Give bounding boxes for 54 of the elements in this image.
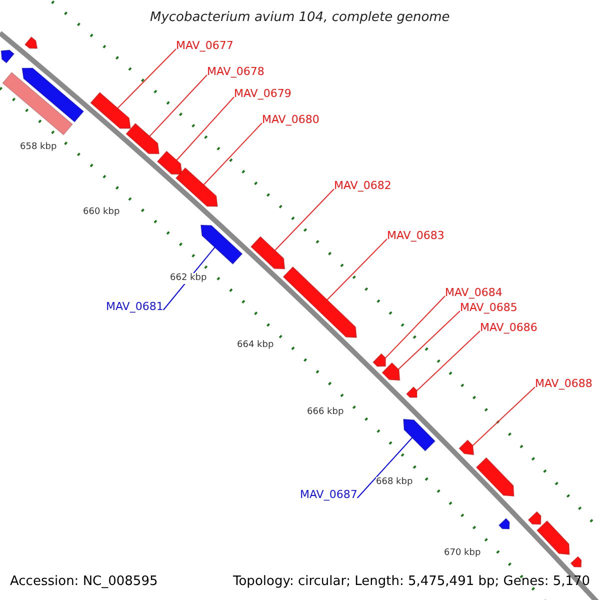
gene-block bbox=[156, 150, 183, 175]
gene-label: MAV_0687 bbox=[300, 488, 358, 501]
title: Mycobacterium avium 104, complete genome bbox=[150, 10, 450, 25]
gene-block bbox=[498, 518, 510, 530]
gene-block bbox=[282, 266, 358, 338]
gene-label: MAV_0681 bbox=[106, 300, 164, 313]
gene-block bbox=[528, 510, 542, 525]
gene-block bbox=[2, 72, 74, 136]
gene-label: MAV_0686 bbox=[480, 321, 538, 334]
position-label: 664 kbp bbox=[237, 340, 274, 351]
gene-label: MAV_0680 bbox=[262, 113, 320, 126]
gene-block bbox=[21, 67, 84, 123]
leader-line bbox=[117, 48, 176, 109]
position-label: 670 kbp bbox=[444, 548, 481, 559]
gene-block bbox=[476, 456, 514, 497]
gene-block bbox=[406, 386, 418, 398]
gene-block bbox=[200, 224, 243, 265]
gene-label: MAV_0688 bbox=[535, 377, 592, 390]
leader-line bbox=[416, 330, 480, 392]
gene-block bbox=[536, 520, 570, 556]
gene-block bbox=[125, 122, 160, 154]
gene-label: MAV_0678 bbox=[207, 65, 264, 78]
gene-block bbox=[570, 556, 582, 568]
leader-line bbox=[274, 188, 334, 251]
position-label: 668 kbp bbox=[376, 477, 413, 488]
position-label: 666 kbp bbox=[307, 407, 344, 418]
leader-line bbox=[149, 74, 208, 137]
leader-line bbox=[356, 437, 413, 498]
leader-line bbox=[203, 122, 262, 186]
gene-block bbox=[458, 439, 474, 456]
gene-label: MAV_0677 bbox=[176, 39, 234, 52]
leader-line bbox=[176, 96, 234, 161]
gene-block bbox=[90, 92, 132, 130]
gene-block bbox=[24, 36, 38, 49]
position-label: 658 kbp bbox=[20, 142, 57, 153]
info-text: Accession: NC_008595 bbox=[10, 574, 158, 589]
gene-block bbox=[402, 418, 436, 452]
leader-line bbox=[472, 386, 536, 446]
position-label: 662 kbp bbox=[170, 273, 207, 284]
gene-label: MAV_0684 bbox=[445, 286, 502, 299]
gene-block bbox=[381, 362, 400, 381]
position-label: 660 kbp bbox=[83, 207, 120, 218]
gene-block bbox=[0, 49, 15, 64]
gene-block bbox=[372, 352, 386, 367]
gene-label: MAV_0682 bbox=[334, 179, 392, 192]
gene-label: MAV_0679 bbox=[234, 87, 292, 100]
leader-line bbox=[326, 238, 388, 300]
leader-line bbox=[384, 296, 446, 358]
leader-line bbox=[398, 310, 460, 370]
gene-label: MAV_0685 bbox=[460, 301, 518, 314]
info-text: Topology: circular; Length: 5,475,491 bp; Genes: 5,170 bbox=[233, 574, 590, 589]
gene-label: MAV_0683 bbox=[387, 229, 444, 242]
gene-block bbox=[175, 167, 218, 208]
gene-block bbox=[250, 236, 286, 270]
